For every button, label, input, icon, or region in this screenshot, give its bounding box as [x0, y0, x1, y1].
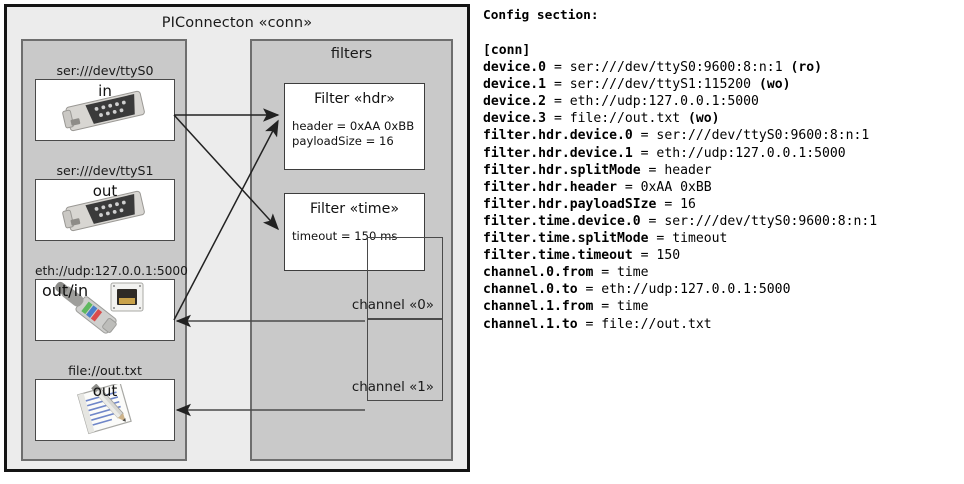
filter-hdr-title: Filter «hdr» — [314, 91, 395, 107]
config-line-value: = timeout — [648, 231, 728, 247]
channel-1-label: channel «1» — [351, 380, 434, 395]
channel-0-label: channel «0» — [351, 298, 434, 313]
device-direction-out-file: out — [92, 382, 118, 400]
config-line-value: = 16 — [656, 196, 696, 212]
config-line-flag: (wo) — [687, 111, 720, 127]
config-line: channel.1.to = file://out.txt — [483, 316, 877, 333]
config-line-key: filter.hdr.payloadSIze — [483, 196, 657, 212]
device-label-eth: eth://udp:127.0.0.1:5000 — [35, 264, 188, 278]
channel-box-0[interactable]: channel «0» — [352, 237, 443, 319]
config-line-value: = file://out.txt — [577, 316, 712, 332]
device-group-ttys0[interactable]: ser:///dev/ttyS0 in — [35, 63, 175, 141]
config-line: channel.1.from = time — [483, 298, 877, 315]
config-line: device.1 = ser:///dev/ttyS1:115200 (wo) — [483, 76, 877, 93]
config-line: filter.hdr.splitMode = header — [483, 162, 877, 179]
config-line-key: filter.hdr.device.1 — [483, 145, 633, 161]
config-line-value: = eth://udp:127.0.0.1:5000 — [546, 94, 759, 110]
config-line: filter.hdr.device.1 = eth://udp:127.0.0.… — [483, 145, 877, 162]
serial-port-icon — [36, 80, 174, 140]
device-box-ttys0[interactable]: in — [35, 79, 175, 141]
config-line: filter.hdr.header = 0xAA 0xBB — [483, 179, 877, 196]
config-line: filter.time.timeout = 150 — [483, 247, 877, 264]
device-box-ttys1[interactable]: out — [35, 179, 175, 241]
config-line-key: device.0 — [483, 60, 547, 76]
config-line-key: filter.time.splitMode — [483, 231, 649, 247]
device-group-file[interactable]: file://out.txt out — [35, 363, 175, 441]
config-line: device.0 = ser:///dev/ttyS0:9600:8:n:1 (… — [483, 59, 877, 76]
config-line-value: = ser:///dev/ttyS0:9600:8:n:1 — [632, 128, 870, 144]
config-line: channel.0.to = eth://udp:127.0.0.1:5000 — [483, 281, 877, 298]
device-label-file: file://out.txt — [68, 363, 142, 378]
device-direction-out: out — [92, 182, 118, 200]
filters-panel: filters Filter «hdr» header = 0xAA 0xBB … — [250, 39, 453, 461]
config-line: filter.hdr.payloadSIze = 16 — [483, 196, 877, 213]
config-section-heading: Config section: — [483, 8, 599, 23]
config-line: [conn] — [483, 42, 877, 59]
filter-time-prop-timeout: timeout = 150 ms — [292, 229, 398, 243]
config-line-key: device.2 — [483, 94, 547, 110]
filters-panel-title: filters — [330, 46, 373, 62]
config-line-flag: (ro) — [790, 60, 823, 76]
config-line-key: channel.0.from — [483, 265, 594, 281]
text-file-icon — [36, 380, 174, 440]
device-box-eth[interactable]: out/in — [35, 279, 175, 341]
config-line-key: filter.hdr.splitMode — [483, 162, 641, 178]
config-line-key: channel.1.from — [483, 299, 594, 315]
config-section: Config section: [conn]device.0 = ser:///… — [480, 0, 964, 484]
config-line-key: filter.time.timeout — [483, 248, 633, 264]
config-line-value: = 150 — [632, 248, 681, 264]
devices-panel: ser:///dev/ttyS0 in — [21, 39, 188, 461]
config-line-value: = eth://udp:127.0.0.1:5000 — [577, 282, 791, 298]
device-direction-out-in: out/in — [42, 281, 89, 300]
channel-box-1[interactable]: channel «1» — [352, 319, 443, 401]
device-box-file[interactable]: out — [35, 379, 175, 441]
config-line-value: = header — [640, 162, 712, 178]
config-line-value: = time — [593, 299, 649, 315]
config-line-key: filter.hdr.header — [483, 179, 618, 195]
device-label-ttys0: ser:///dev/ttyS0 — [56, 63, 154, 78]
config-line-value: = ser:///dev/ttyS0:9600:8:n:1 — [546, 60, 791, 76]
config-line-value: = 0xAA 0xBB — [617, 179, 712, 195]
connector-diagram: PIConnecton «conn» ser:///dev/ttyS0 in — [4, 4, 470, 472]
config-line-key: device.1 — [483, 77, 547, 93]
device-group-eth[interactable]: eth://udp:127.0.0.1:5000 out/in — [35, 263, 188, 341]
config-line-value: = ser:///dev/ttyS0:9600:8:n:1 — [640, 213, 878, 229]
config-line: filter.time.device.0 = ser:///dev/ttyS0:… — [483, 213, 877, 230]
config-line-key: filter.hdr.device.0 — [483, 128, 633, 144]
config-line-key: filter.time.device.0 — [483, 213, 641, 229]
filter-hdr-prop-payloadsize: payloadSize = 16 — [292, 134, 394, 148]
config-line-value: = file://out.txt — [546, 111, 688, 127]
serial-port-icon — [36, 180, 174, 240]
device-label-ttys1: ser:///dev/ttyS1 — [56, 163, 154, 178]
config-line: filter.time.splitMode = timeout — [483, 230, 877, 247]
filter-box-hdr[interactable]: Filter «hdr» header = 0xAA 0xBB payloadS… — [284, 83, 425, 170]
filter-time-title: Filter «time» — [309, 201, 400, 217]
config-line-key: channel.0.to — [483, 282, 578, 298]
config-line: device.3 = file://out.txt (wo) — [483, 110, 877, 127]
config-line-flag: (wo) — [758, 77, 791, 93]
config-line-key: [conn] — [483, 43, 531, 58]
config-line-key: device.3 — [483, 111, 547, 127]
config-text-block: [conn]device.0 = ser:///dev/ttyS0:9600:8… — [483, 42, 877, 333]
config-line-value: = eth://udp:127.0.0.1:5000 — [632, 145, 846, 161]
config-line: channel.0.from = time — [483, 264, 877, 281]
config-line-value: = time — [593, 265, 649, 281]
ethernet-plug-icon — [36, 280, 174, 340]
config-line: filter.hdr.device.0 = ser:///dev/ttyS0:9… — [483, 127, 877, 144]
filter-time-props: timeout = 150 ms — [292, 229, 424, 244]
filter-hdr-props: header = 0xAA 0xBB payloadSize = 16 — [292, 119, 424, 149]
filter-box-time[interactable]: Filter «time» timeout = 150 ms — [284, 193, 425, 271]
diagram-title: PIConnecton «conn» — [161, 15, 313, 31]
config-line-key: channel.1.to — [483, 316, 578, 332]
config-line: device.2 = eth://udp:127.0.0.1:5000 — [483, 93, 877, 110]
device-group-ttys1[interactable]: ser:///dev/ttyS1 out — [35, 163, 175, 241]
filter-hdr-prop-header: header = 0xAA 0xBB — [292, 119, 415, 133]
device-direction-in: in — [98, 82, 112, 100]
config-line-value: = ser:///dev/ttyS1:115200 — [546, 77, 759, 93]
